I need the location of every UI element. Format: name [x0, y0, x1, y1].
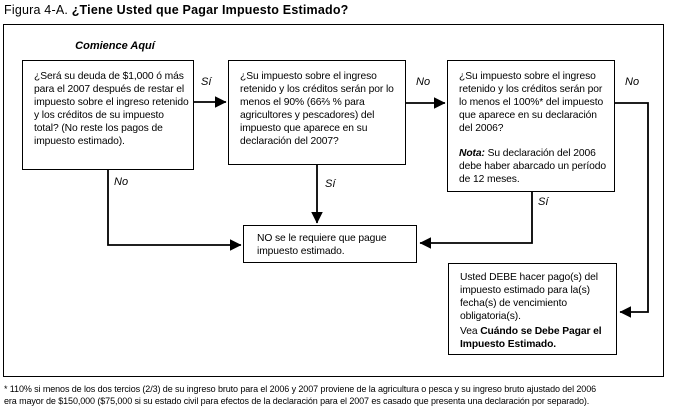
footnote: * 110% si menos de los dos tercios (2/3)…: [4, 383, 672, 407]
result-must-pay-text: Usted DEBE hacer pago(s) del impuesto es…: [460, 272, 598, 322]
footnote-line-1: * 110% si menos de los dos tercios (2/3)…: [4, 384, 597, 394]
see-prefix: Vea: [460, 326, 481, 337]
figure-title-text: ¿Tiene Usted que Pagar Impuesto Estimado…: [71, 3, 349, 17]
result-not-required-text: NO se le requiere que pague impuesto est…: [257, 233, 387, 257]
figure-label: Figura 4-A.: [4, 3, 69, 17]
result-must-pay-reference: Vea Cuándo se Debe Pagar el Impuesto Est…: [460, 325, 613, 351]
edge-label-no-2: No: [625, 76, 640, 88]
note-text: Su declaración del 2006 debe haber abarc…: [459, 148, 606, 185]
diagram-border: [3, 24, 664, 377]
question-box-3-note: Nota: Su declaración del 2006 debe haber…: [459, 147, 611, 186]
edge-label-yes-2: Sí: [325, 178, 336, 190]
note-label: Nota:: [459, 148, 485, 159]
figure-title: Figura 4-A. ¿Tiene Usted que Pagar Impue…: [4, 3, 349, 17]
result-box-must-pay: Usted DEBE hacer pago(s) del impuesto es…: [448, 263, 617, 355]
question-box-1: ¿Será su deuda de $1,000 ó más para el 2…: [22, 60, 194, 170]
edge-label-no-3: No: [114, 176, 129, 188]
question-box-3: ¿Su impuesto sobre el ingreso retenido y…: [447, 60, 615, 192]
start-here-label: Comience Aquí: [75, 40, 155, 52]
result-box-not-required: NO se le requiere que pague impuesto est…: [243, 225, 417, 263]
question-box-2-text: ¿Su impuesto sobre el ingreso retenido y…: [240, 71, 394, 147]
footnote-line-2: era mayor de $150,000 ($75,000 si su est…: [4, 396, 590, 406]
edge-label-no-1: No: [416, 76, 431, 88]
question-box-1-text: ¿Será su deuda de $1,000 ó más para el 2…: [34, 71, 189, 147]
edge-label-yes-1: Sí: [201, 76, 212, 88]
edge-label-yes-3: Sí: [538, 196, 549, 208]
question-box-2: ¿Su impuesto sobre el ingreso retenido y…: [228, 60, 406, 165]
question-box-3-text: ¿Su impuesto sobre el ingreso retenido y…: [459, 71, 604, 134]
see-reference: Cuándo se Debe Pagar el Impuesto Estimad…: [460, 326, 602, 350]
